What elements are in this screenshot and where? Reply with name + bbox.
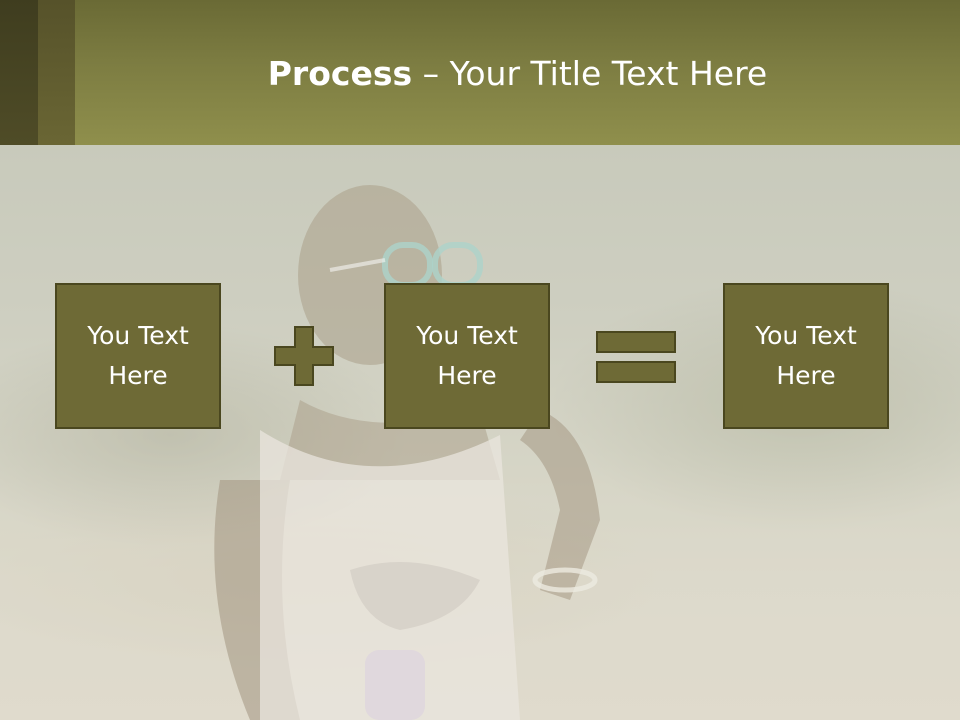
header-accent-stripe [0,0,38,145]
header-band: Process – Your Title Text Here [0,0,960,145]
plus-icon [274,326,334,386]
equals-icon [596,331,676,383]
process-box-1[interactable]: You Text Here [55,283,221,429]
process-box-label: You Text Here [87,321,189,390]
slide-title: Process – Your Title Text Here [75,50,960,98]
photo-wash-overlay [0,145,960,720]
title-regular-text: – Your Title Text Here [412,54,768,93]
process-box-2[interactable]: You Text Here [384,283,550,429]
title-bold-text: Process [267,54,413,93]
header-accent-stripe [38,0,75,145]
process-box-label: You Text Here [416,321,518,390]
process-box-label: You Text Here [755,321,857,390]
process-box-3[interactable]: You Text Here [723,283,889,429]
